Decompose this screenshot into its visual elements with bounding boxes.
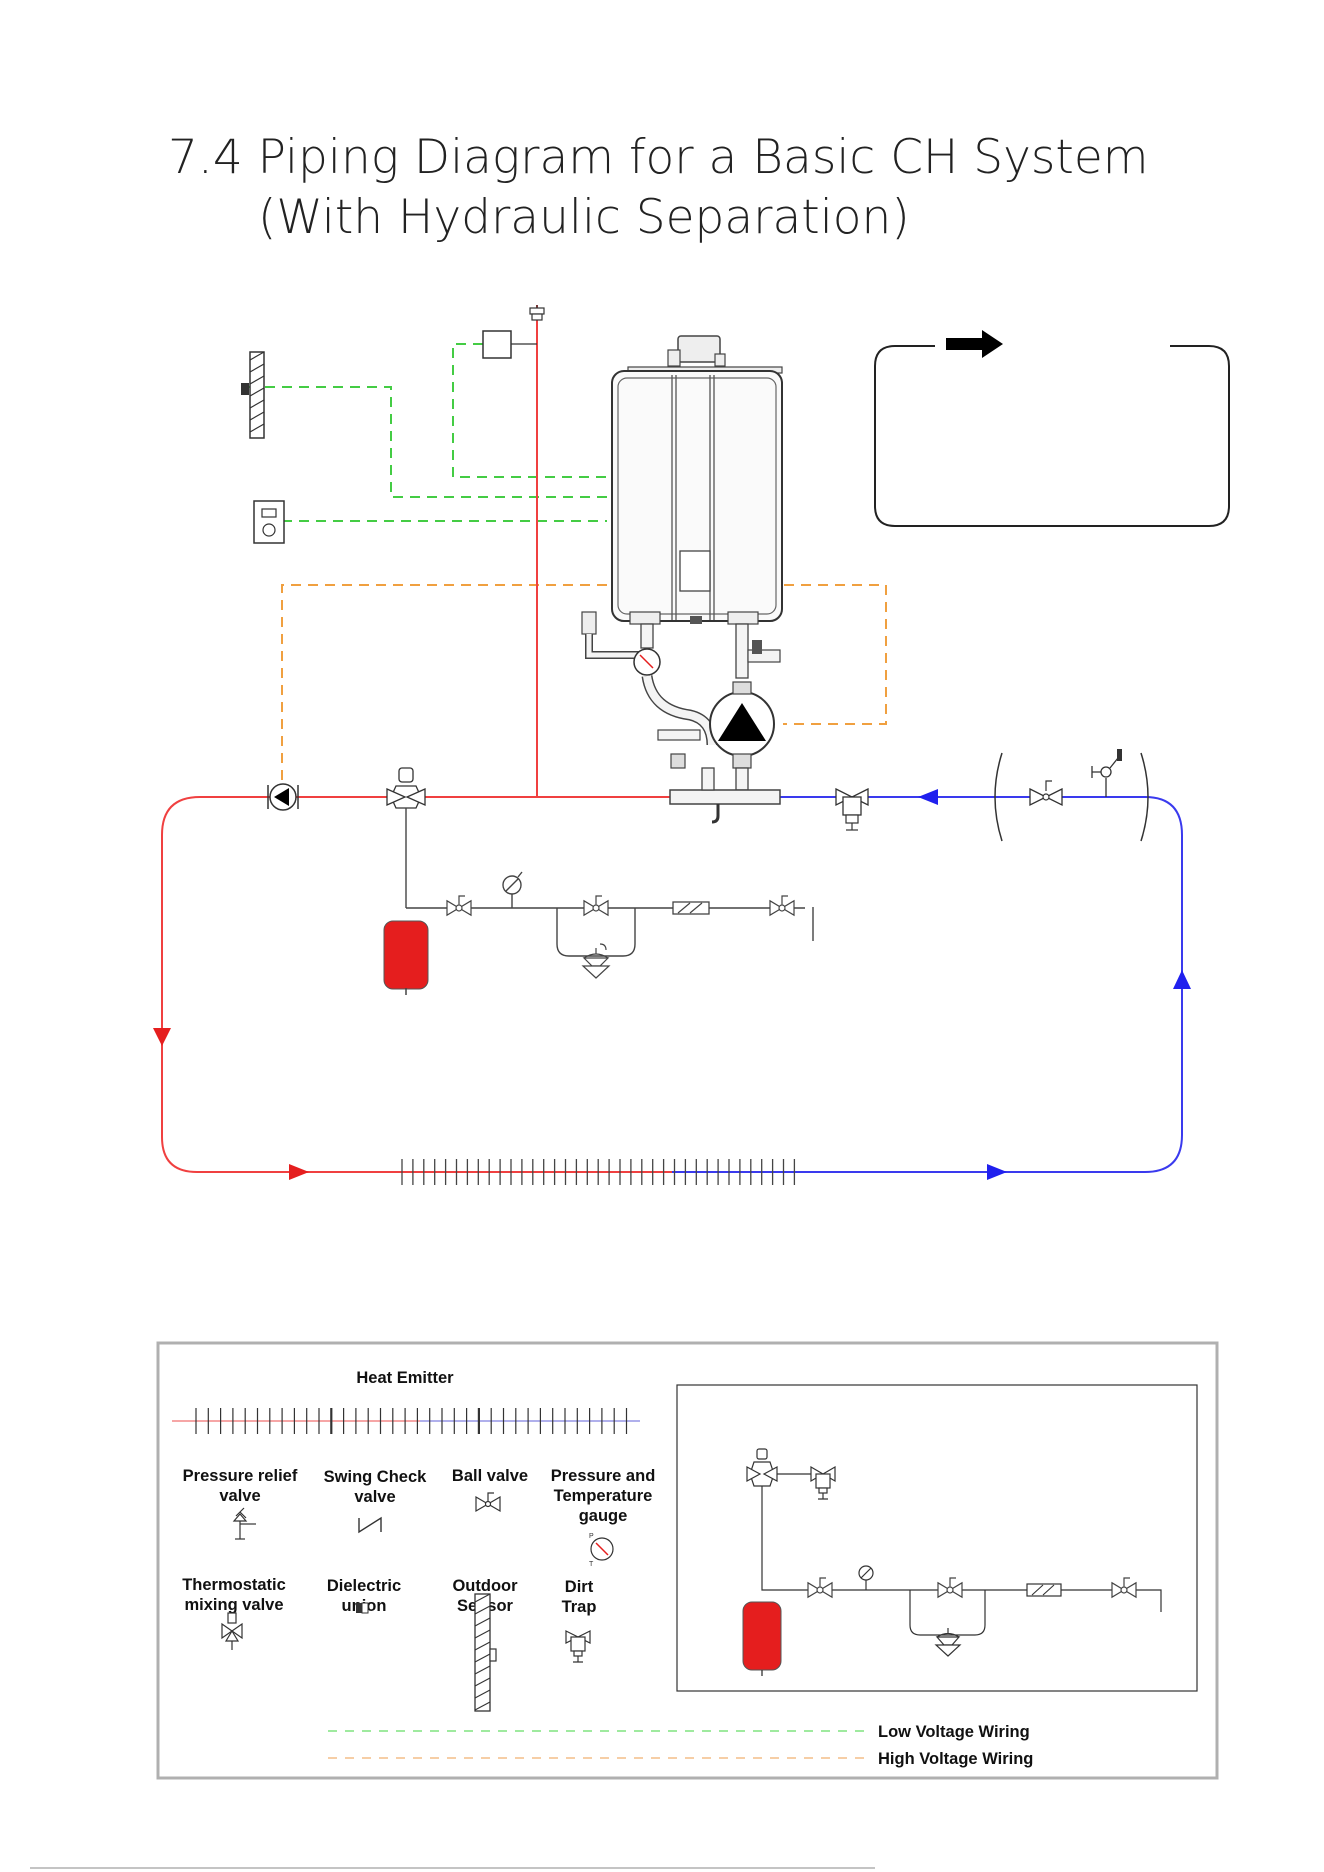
legend-heat-emitter <box>172 1408 640 1434</box>
title-line-2: (With Hydraulic Separation) <box>258 190 910 245</box>
ball-valve-icon <box>583 895 609 917</box>
fill-assembly <box>405 808 814 957</box>
label-legend-dielectric_union-0: Dielectric <box>327 1577 401 1595</box>
title-line-1: 7.4 Piping Diagram for a Basic CH System <box>168 130 1149 185</box>
label-legend-dirt_trap-0: Dirt <box>565 1578 594 1596</box>
label-legend-pt_gauge-1: Temperature <box>554 1487 653 1505</box>
label-legend-swing_check_valve-0: Swing Check <box>324 1468 428 1486</box>
label-legend-thermostatic_mixing_valve-1: mixing valve <box>184 1596 283 1614</box>
legend-thermostatic-mixing-valve-icon <box>221 1612 243 1650</box>
ball-valve-icon <box>807 1577 833 1599</box>
air-vent <box>529 305 545 321</box>
ball-valve-icon <box>937 1577 963 1599</box>
low-voltage-wiring <box>248 343 607 522</box>
label-legend-pt_gauge-2: gauge <box>579 1507 628 1525</box>
return-pipe <box>672 796 1183 1173</box>
label-legend-thermostatic_mixing_valve-0: Thermostatic <box>182 1576 286 1594</box>
label-legend-pt_gauge-0: Pressure and <box>551 1467 656 1485</box>
inset-automatic-fill-valve <box>934 1628 962 1657</box>
arrow-return-left <box>918 789 938 805</box>
legend-ball-valve-icon <box>475 1492 501 1513</box>
legend-dirt-trap-icon <box>565 1630 591 1663</box>
label-legend-dirt_trap-1: Trap <box>562 1598 597 1616</box>
inset-dirt-trap <box>810 1465 836 1500</box>
legend-dielectric-union-icon <box>356 1602 369 1614</box>
back-flow-preventer <box>672 901 710 915</box>
heat-emitter <box>401 1159 796 1185</box>
svg-text:T: T <box>589 1561 594 1568</box>
page-title: 7.4 Piping Diagram for a Basic CH System… <box>168 128 1268 248</box>
inset-expansion-tank <box>742 1601 782 1676</box>
arrow-return-right <box>987 1164 1007 1180</box>
boiler-unit <box>581 335 783 824</box>
inset-back-flow-preventer <box>1026 1583 1062 1597</box>
label-legend-swing_check_valve-1: valve <box>354 1488 395 1506</box>
return-pressure-relief-valve <box>1091 749 1122 797</box>
legend-pressure-relief-valve-icon <box>232 1507 256 1540</box>
automatic-fill-valve <box>581 943 611 979</box>
label-legend-ball_valve-0: Ball valve <box>452 1467 528 1485</box>
arrow-supply-down <box>153 1028 171 1046</box>
ball-valve-icon <box>769 895 795 917</box>
expansion-tank <box>383 920 429 995</box>
thermostat <box>253 500 285 544</box>
svg-text:P: P <box>589 1533 594 1540</box>
outdoor-sensor <box>241 351 265 439</box>
legend-low-voltage-label: Low Voltage Wiring <box>878 1723 1030 1741</box>
label-legend-pressure_relief_valve-0: Pressure relief <box>183 1467 298 1485</box>
legend-swing-check-icon <box>358 1516 382 1534</box>
high-voltage-wiring <box>281 584 887 780</box>
supply-pipe <box>161 305 672 1173</box>
air-separator <box>386 767 426 809</box>
control-box <box>482 330 537 359</box>
return-ball-valve <box>994 752 1149 842</box>
legend-high-voltage-label: High Voltage Wiring <box>878 1750 1033 1768</box>
flow-arrows <box>153 789 1191 1180</box>
legend-pt-gauge-icon: P T <box>589 1533 614 1568</box>
label-legend-pressure_relief_valve-1: valve <box>219 1487 260 1505</box>
dirt-trap <box>835 787 869 831</box>
key-box <box>874 330 1230 527</box>
ball-valve-icon <box>446 895 472 917</box>
label-legend-outdoor_sensor-0: Outdoor <box>452 1577 518 1595</box>
arrow-supply-right <box>289 1164 309 1180</box>
inset-air-separator <box>746 1448 778 1487</box>
circulator-pump <box>267 783 299 811</box>
legend-outdoor-sensor-icon <box>474 1593 497 1712</box>
legend-heat-emitter-label: Heat Emitter <box>356 1369 454 1387</box>
ball-valve-icon <box>1111 1577 1137 1599</box>
arrow-return-up <box>1173 970 1191 989</box>
